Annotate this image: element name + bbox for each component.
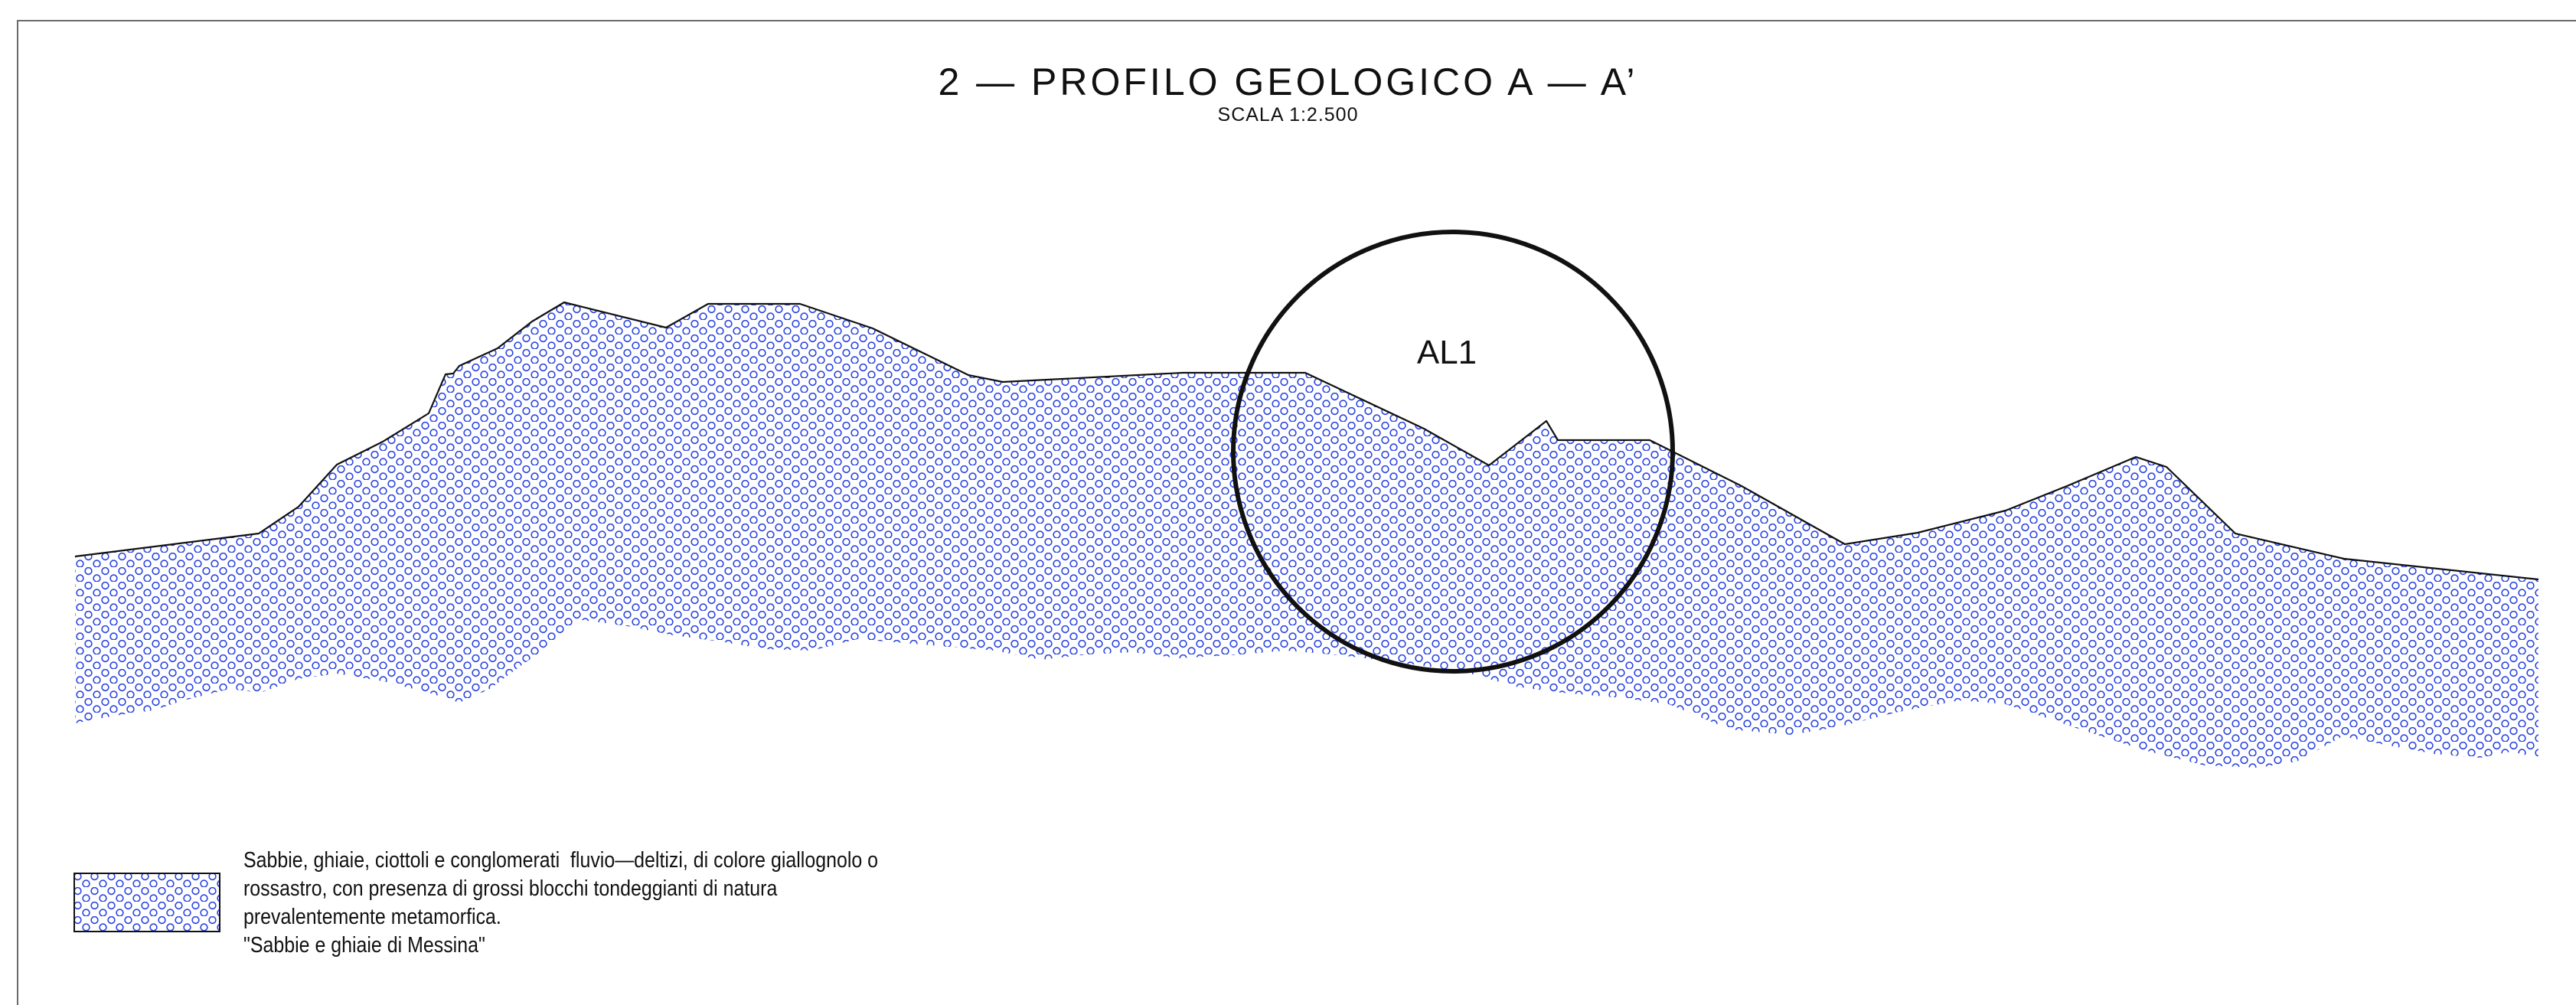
- ground-surface-line: [74, 301, 2539, 581]
- al1-callout-label: AL1: [1417, 334, 1477, 371]
- circle-hatch-pattern-icon: [73, 873, 220, 932]
- al1-callout-circle: [1231, 230, 1675, 674]
- legend-description: Sabbie, ghiaie, ciottoli e conglomerati …: [243, 847, 902, 960]
- scale-label: SCALA 1:2.500: [1217, 104, 1359, 126]
- legend-line-4: "Sabbie e ghiaie di Messina": [243, 933, 485, 958]
- legend-line-3: prevalentemente metamorfica.: [243, 905, 501, 929]
- legend-line-1: Sabbie, ghiaie, ciottoli e conglomerati …: [243, 848, 879, 873]
- legend-line-2: rossastro, con presenza di grossi blocch…: [243, 876, 778, 901]
- formation-body: [75, 302, 2538, 768]
- page-title: 2 — PROFILO GEOLOGICO A — A’: [938, 60, 1638, 103]
- drawing-frame: [17, 20, 2576, 1005]
